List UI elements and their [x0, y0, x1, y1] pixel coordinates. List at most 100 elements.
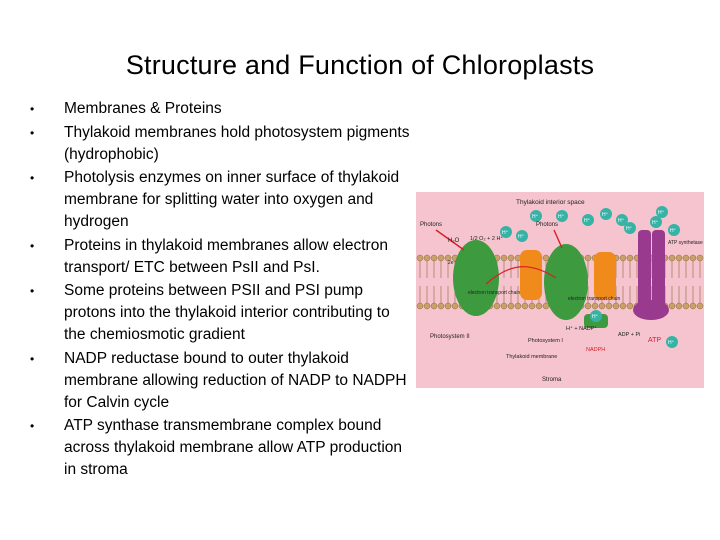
proton-label: H⁺ — [652, 220, 659, 226]
lipid-head — [689, 302, 697, 310]
lipid-head — [451, 302, 459, 310]
bullet-item: • Membranes & Proteins — [22, 98, 412, 120]
bullet-text: Photolysis enzymes on inner surface of t… — [64, 169, 400, 230]
bullet-text: Some proteins between PSII and PSI pump … — [64, 282, 390, 343]
water-label: H₂O — [448, 238, 460, 244]
lipid-head — [416, 302, 424, 310]
bullet-text: Membranes & Proteins — [64, 100, 222, 117]
photon-arrows — [435, 229, 563, 251]
proton-marker — [616, 214, 628, 226]
proton-label: H⁺ — [558, 214, 565, 220]
lipid-head — [500, 302, 508, 310]
lipid-head — [423, 254, 431, 262]
nadp-equation-label: H⁺ + NADP⁺ — [566, 325, 597, 332]
adp-pi-label: ADP + Pi — [618, 332, 640, 338]
proton-label: H⁺ — [670, 228, 677, 234]
lipid-head — [437, 254, 445, 262]
photosystem-2-label: Photosystem II — [430, 334, 470, 340]
lipid-head — [696, 254, 704, 262]
atp-label: ATP — [648, 337, 661, 344]
proton-label: H⁺ — [668, 340, 675, 346]
bullet-item: • Some proteins between PSII and PSI pump… — [22, 280, 412, 346]
bullet-marker: • — [30, 351, 35, 366]
bullet-text: Thylakoid membranes hold photosystem pig… — [64, 123, 410, 163]
proton-marker — [582, 214, 594, 226]
proton-marker — [600, 208, 612, 220]
lipid-head — [584, 254, 592, 262]
lipid-head — [682, 302, 690, 310]
lipid-head — [500, 254, 508, 262]
bullet-text: ATP synthase transmembrane complex bound… — [64, 417, 403, 478]
bullet-item: • Thylakoid membranes hold photosystem pi… — [22, 122, 412, 166]
lipid-head — [507, 302, 515, 310]
lipid-head — [696, 302, 704, 310]
atp-synthase — [633, 230, 669, 320]
bullet-item: • NADP reductase bound to outer thylakoid… — [22, 348, 412, 414]
thylakoid-interior-label: Thylakoid interior space — [516, 199, 585, 206]
lipid-head — [430, 254, 438, 262]
proton-label: H⁺ — [518, 234, 525, 240]
lipid-head — [619, 254, 627, 262]
proton-label: H⁺ — [592, 314, 599, 320]
proton-marker — [556, 210, 568, 222]
proton-marker — [668, 224, 680, 236]
lipid-head — [675, 302, 683, 310]
lipid-head — [598, 302, 606, 310]
lipid-head — [619, 302, 627, 310]
proton-label: H⁺ — [584, 218, 591, 224]
proton-label: H⁺ — [618, 218, 625, 224]
lipid-head — [605, 302, 613, 310]
lipid-head — [682, 254, 690, 262]
photons-label-mid: Photons — [536, 222, 558, 228]
proton-marker — [666, 336, 678, 348]
proton-label: H⁺ — [532, 214, 539, 220]
proton-label: H⁺ — [602, 212, 609, 218]
proton-marker — [656, 206, 668, 218]
proton-label: H⁺ — [502, 230, 509, 236]
electrons-label: 2e⁻ — [448, 260, 457, 266]
bullet-marker: • — [30, 125, 35, 140]
lipid-head — [689, 254, 697, 262]
lipid-head — [612, 302, 620, 310]
lipid-head — [444, 302, 452, 310]
nadph-label: NADPH — [586, 347, 605, 353]
atp-synthetase-label: ATP synthetase — [668, 240, 703, 246]
page-title: Structure and Function of Chloroplasts — [125, 50, 595, 80]
photosystem-2-complex — [453, 240, 499, 316]
lipid-head — [521, 302, 529, 310]
electron-flow-arrow — [485, 266, 557, 285]
bullet-marker: • — [30, 171, 35, 185]
lipid-head — [535, 302, 543, 310]
etc-label-1: electron transport chain — [468, 290, 520, 296]
bullet-marker: • — [30, 284, 35, 298]
lipid-head — [507, 254, 515, 262]
bullet-marker: • — [30, 102, 35, 116]
bullet-item: • Photolysis enzymes on inner surface of … — [22, 167, 412, 233]
proton-markers: H⁺H⁺H⁺H⁺H⁺H⁺H⁺H⁺H⁺H⁺H⁺H⁺H⁺ — [500, 206, 680, 348]
proton-label: H⁺ — [658, 210, 665, 216]
bullet-marker: • — [30, 419, 35, 433]
lipid-head — [675, 254, 683, 262]
photosystem-1-label: Photosystem I — [528, 338, 563, 344]
photosystem-1-complex — [544, 244, 588, 320]
thylakoid-membrane-diagram: H⁺H⁺H⁺H⁺H⁺H⁺H⁺H⁺H⁺H⁺H⁺H⁺H⁺ Thylakoid int… — [416, 192, 704, 388]
thylakoid-membrane-label: Thylakoid membrane — [506, 354, 557, 360]
bullet-item: •Proteins in thylakoid membranes allow e… — [22, 235, 412, 279]
proton-marker — [650, 216, 662, 228]
lipid-head — [514, 302, 522, 310]
bullet-item: • ATP synthase transmembrane complex boun… — [22, 415, 412, 481]
lipid-head — [584, 302, 592, 310]
proton-marker — [530, 210, 542, 222]
lipid-head — [416, 254, 424, 262]
proton-marker — [624, 222, 636, 234]
lipid-head — [423, 302, 431, 310]
lipid-head — [668, 302, 676, 310]
bullet-text: NADP reductase bound to outer thylakoid … — [64, 349, 407, 411]
lipid-head — [668, 254, 676, 262]
bullet-list: • Membranes & Proteins • Thylakoid membran… — [22, 98, 412, 483]
lipid-head — [626, 302, 634, 310]
bullet-text: Proteins in thylakoid membranes allow el… — [64, 236, 388, 276]
photons-label-left: Photons — [420, 222, 442, 228]
etc-label-2: electron transport chain — [568, 296, 620, 302]
lipid-head — [626, 254, 634, 262]
